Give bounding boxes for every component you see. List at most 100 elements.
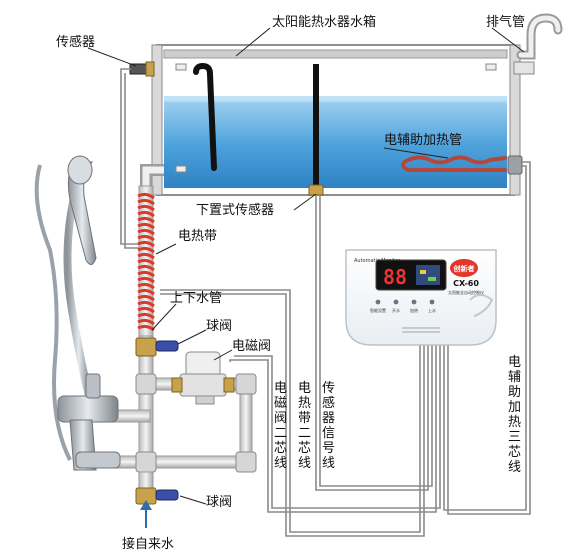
controller-wave-deco xyxy=(469,294,494,317)
controller-button-label: 开水 xyxy=(392,307,400,313)
mixer-body xyxy=(57,395,119,423)
controller-button[interactable] xyxy=(375,299,381,305)
controller-button-label: 上水 xyxy=(428,307,436,313)
label-solenoid-valve: 电磁阀 xyxy=(232,339,271,354)
heat-belt-coil xyxy=(137,264,155,272)
heat-belt-coil xyxy=(137,258,155,266)
heatbelt-cable xyxy=(160,289,421,533)
inner-inlet-pipe xyxy=(193,62,217,171)
aux-heater-cable xyxy=(443,165,527,511)
central-sensor-rod xyxy=(313,64,319,190)
display-icon-sun xyxy=(420,270,426,274)
inlet-arrow-head xyxy=(140,500,152,510)
solenoid-nut-left xyxy=(171,377,183,393)
wiring xyxy=(120,68,531,537)
label-heat-belt: 电热带 xyxy=(178,229,217,244)
heat-belt-coil xyxy=(137,192,155,200)
leader-heat-belt xyxy=(155,243,177,255)
vent-pipe-inner xyxy=(518,15,561,58)
solenoid-body xyxy=(179,373,227,397)
heat-belt-coil xyxy=(137,198,155,206)
water-inlet-arrow xyxy=(140,500,152,528)
bottom-sensor-cable-b xyxy=(319,195,433,487)
tank-outlet-elbow-inner xyxy=(142,166,164,186)
vent-pipe-outer xyxy=(516,13,563,60)
leader-ball-bottom xyxy=(179,495,207,505)
elbow-bottom-right xyxy=(235,451,257,473)
label-updown-pipe: 上下水管 xyxy=(170,291,222,306)
ball-valve-bottom-handle xyxy=(155,489,179,501)
tank-water xyxy=(164,100,507,188)
labels: 太阳能热水器水箱 排气管 传感器 电辅助加热管 下置式传感器 电热带 上下水管 … xyxy=(56,14,525,552)
display-icon-bar xyxy=(428,277,436,281)
controller-unit: Automatic Monitor 88 创新者 CX-60 太阳能全自动控制仪… xyxy=(345,249,497,346)
leader-bottom-sensor xyxy=(293,193,317,211)
heatbelt-cable-b xyxy=(160,293,425,537)
leader-aux xyxy=(383,147,449,159)
leader-updown xyxy=(151,303,177,331)
heat-belt-coil xyxy=(137,288,155,296)
leader-solenoid xyxy=(213,349,233,361)
top-sensor-probe xyxy=(129,61,155,77)
solenoid-valve-device xyxy=(171,351,235,405)
brand-logo-text: 创新者 xyxy=(453,264,475,273)
tank-cap-left xyxy=(151,44,163,196)
leader-lines xyxy=(87,27,525,505)
shower-hose-loop xyxy=(34,164,72,461)
controller-vents xyxy=(402,327,440,333)
label-bottom-sensor: 下置式传感器 xyxy=(196,202,274,218)
label-cable-heatbelt: 电热带二芯线 xyxy=(298,381,311,471)
controller-button[interactable] xyxy=(393,299,399,305)
sensor-cable-left xyxy=(120,68,150,245)
heater-terminal xyxy=(507,155,523,175)
ball-valve-bottom xyxy=(135,487,179,505)
heat-belt-coil xyxy=(137,282,155,290)
bottom-sensor-cable xyxy=(315,195,429,491)
heat-belt-coil xyxy=(137,210,155,218)
vent-pipe xyxy=(513,13,563,75)
brand-logo xyxy=(450,259,478,277)
water-pipes xyxy=(109,164,257,503)
vertical-cable-labels: 电磁阀二芯线 电热带二芯线 传感器信号线 电辅助加热三芯线 xyxy=(274,355,521,475)
bottom-fitting-left xyxy=(175,165,187,173)
controller-button-label: 加热 xyxy=(410,307,418,313)
solenoid-base xyxy=(195,395,215,405)
controller-button[interactable] xyxy=(411,299,417,305)
label-cable-sensor: 传感器信号线 xyxy=(322,381,335,471)
tank-top-rail xyxy=(163,49,508,59)
label-vent: 排气管 xyxy=(486,14,525,30)
solenoid-nut-right xyxy=(223,377,235,393)
label-cable-aux: 电辅助加热三芯线 xyxy=(508,355,521,475)
ball-valve-top-handle xyxy=(155,340,179,352)
heat-belt-coil xyxy=(137,306,155,314)
shower-set xyxy=(34,155,121,471)
tee-fitting-upper xyxy=(135,373,157,395)
heat-belt-coil xyxy=(137,270,155,278)
heat-belt-coil xyxy=(137,312,155,320)
aux-heater-cable-b xyxy=(447,161,531,515)
label-cable-solenoid: 电磁阀二芯线 xyxy=(274,381,287,471)
heat-belt-coil xyxy=(137,300,155,308)
controller-button-label: 智能设置 xyxy=(370,307,386,313)
controller-model: CX-60 xyxy=(453,279,479,288)
solenoid-cable xyxy=(229,345,437,513)
controller-button[interactable] xyxy=(429,299,435,305)
mixer-lever xyxy=(85,373,101,399)
bottom-sensor-fitting xyxy=(308,184,324,196)
solenoid-cable-b xyxy=(234,345,441,509)
heat-belt xyxy=(137,192,155,332)
display-digits: 88 xyxy=(383,265,407,289)
heat-belt-coil xyxy=(137,204,155,212)
top-fitting-left xyxy=(175,63,187,71)
label-tank: 太阳能热水器水箱 xyxy=(272,14,376,30)
heat-belt-coil xyxy=(137,240,155,248)
top-fitting-right xyxy=(485,63,497,71)
electric-aux-heater xyxy=(401,155,523,175)
heater-coil xyxy=(401,155,507,172)
label-ball-valve-bottom: 球阀 xyxy=(206,495,232,510)
leader-tank xyxy=(235,27,271,57)
label-aux-heater: 电辅助加热管 xyxy=(384,133,462,148)
controller-buttons: 智能设置开水 加热 上水 xyxy=(370,299,436,313)
leader-sensor-top xyxy=(87,47,137,67)
